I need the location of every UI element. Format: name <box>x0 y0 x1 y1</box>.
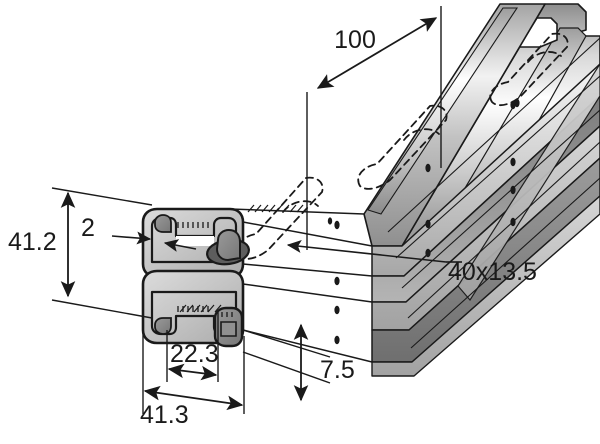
body-serration-band <box>179 204 304 313</box>
dimension-material-thickness: 2 <box>81 214 197 252</box>
section-lip-lower-left <box>154 317 172 335</box>
section-lip-upper-right-roll <box>215 228 241 262</box>
dimension-slot-pitch: 100 <box>306 6 442 250</box>
extension-line-height-top <box>51 187 153 206</box>
lower-channel-lip-band <box>371 195 600 377</box>
front-channel-top-face <box>363 3 546 247</box>
dimension-label-material-thickness: 2 <box>81 214 95 242</box>
dimension-overall-width: 41.3 <box>140 320 245 429</box>
dimension-slot-size: 40x13.5 <box>286 239 537 286</box>
dimension-line-overall-width <box>143 385 244 411</box>
dimension-label-slot-size: 40x13.5 <box>448 258 537 286</box>
rear-channel-lower-strip <box>457 62 600 302</box>
surface-crease-lines <box>387 37 600 349</box>
leader-line-thickness <box>111 231 152 245</box>
extension-line-lip-top <box>242 329 331 358</box>
dimension-overall-height: 41.2 <box>8 187 153 319</box>
dimension-label-slot-pitch: 100 <box>334 26 376 54</box>
extension-line-height-bottom <box>51 299 153 319</box>
dimension-label-overall-width: 41.3 <box>140 401 189 429</box>
pilot-hole-markers <box>327 98 520 345</box>
extension-line-lip-bottom <box>242 351 331 384</box>
dimension-label-inner-width: 22.3 <box>170 340 219 368</box>
cross-section-profile <box>141 204 373 363</box>
leader-line-thickness-inner <box>163 239 197 252</box>
dimension-label-lip-height: 7.5 <box>320 356 355 384</box>
section-lip-lower-right-inner <box>220 321 237 337</box>
section-lip-upper-left <box>154 214 172 233</box>
leader-line-slot-size <box>286 239 447 263</box>
dimension-line-inner-width <box>167 363 218 381</box>
section-cavity-upper <box>176 236 214 246</box>
dimension-inner-width: 22.3 <box>166 310 219 382</box>
dimension-label-overall-height: 41.2 <box>8 228 57 256</box>
dimension-line-pitch <box>316 17 438 89</box>
dimension-lip-height: 7.5 <box>242 323 355 402</box>
hidden-slot-outlines <box>236 32 569 260</box>
strut-channel-body <box>236 3 600 377</box>
